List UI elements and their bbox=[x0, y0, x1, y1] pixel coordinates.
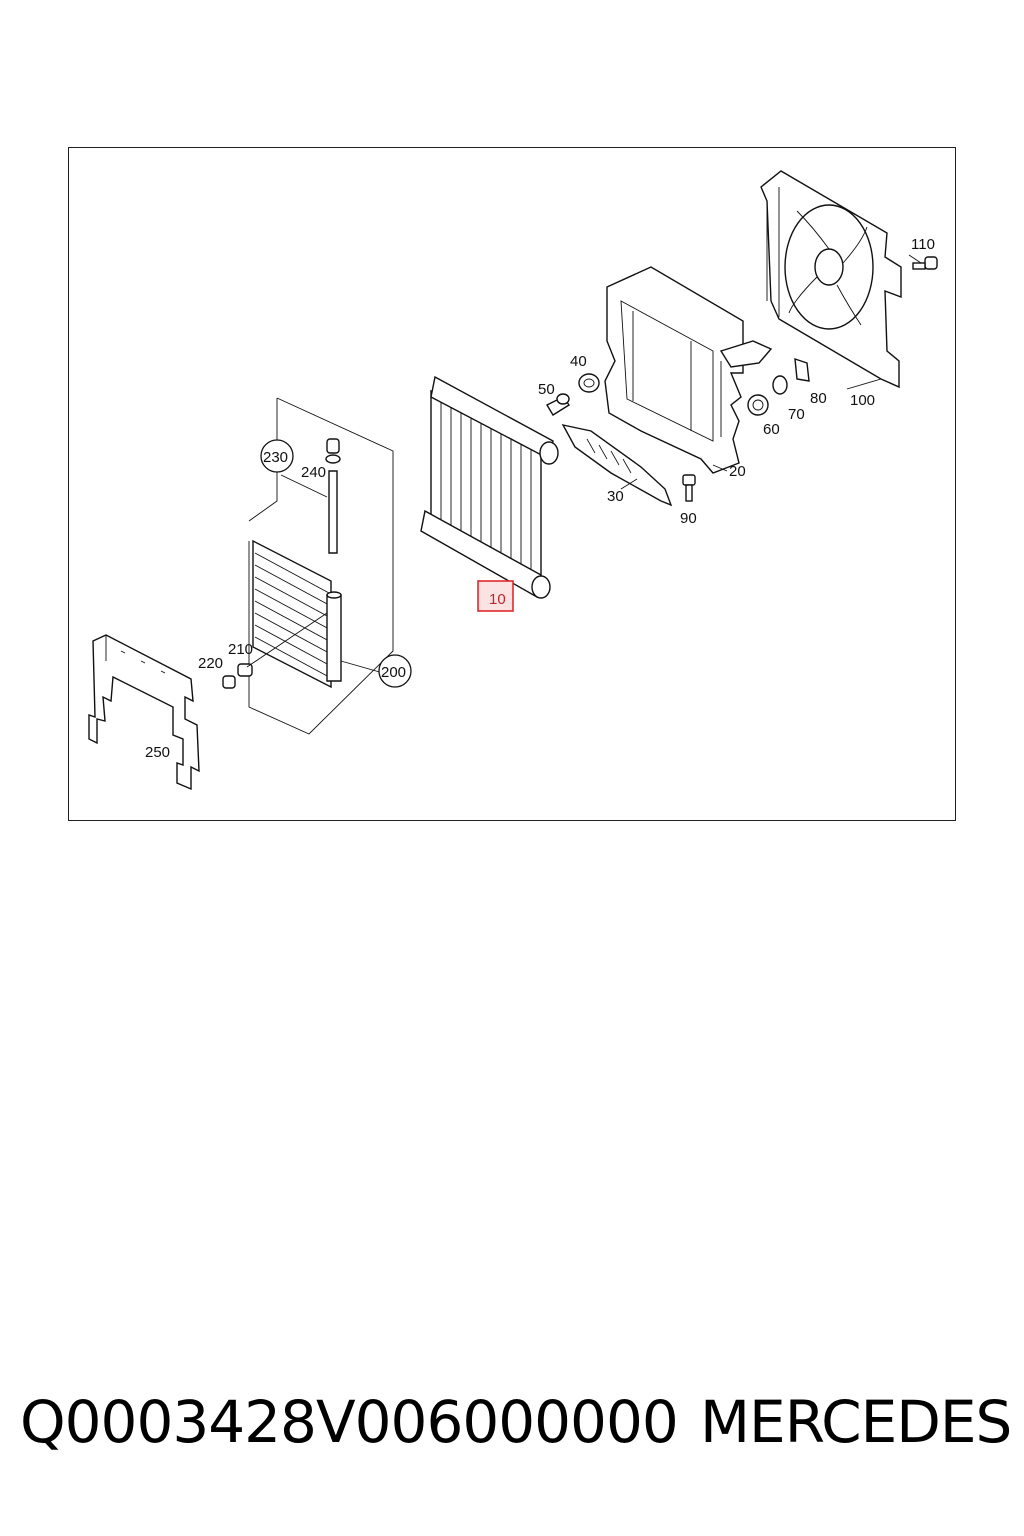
part-code: Q0003428V006000000 bbox=[20, 1388, 679, 1456]
part-110-screw bbox=[912, 256, 938, 270]
part-30-air-guide bbox=[561, 423, 673, 507]
label-100[interactable]: 100 bbox=[850, 392, 875, 409]
label-220[interactable]: 220 bbox=[198, 655, 223, 672]
part-20-fan-shroud bbox=[604, 266, 773, 474]
callout-200-circle bbox=[378, 654, 412, 688]
label-70[interactable]: 70 bbox=[788, 406, 805, 423]
label-50[interactable]: 50 bbox=[538, 381, 555, 398]
label-30[interactable]: 30 bbox=[607, 488, 624, 505]
part-100-fan bbox=[760, 170, 902, 389]
part-50-bushing bbox=[546, 393, 571, 416]
part-90-bolt bbox=[682, 474, 696, 502]
part-40-grommet bbox=[578, 373, 600, 393]
exploded-parts-diagram: 10 20 30 40 50 60 70 80 90 100 110 200 2… bbox=[68, 147, 956, 821]
label-90[interactable]: 90 bbox=[680, 510, 697, 527]
caption-bar: Q0003428V006000000 MERCEDES bbox=[0, 1388, 1024, 1468]
label-230[interactable]: 230 bbox=[263, 449, 288, 466]
part-10-radiator bbox=[420, 375, 559, 599]
leader-lines bbox=[280, 254, 922, 674]
diagram-canvas: 10 20 30 40 50 60 70 80 90 100 110 200 2… bbox=[88, 170, 938, 791]
label-240[interactable]: 240 bbox=[301, 464, 326, 481]
label-20[interactable]: 20 bbox=[729, 463, 746, 480]
assembly-200 bbox=[222, 397, 394, 735]
part-250-bracket bbox=[88, 634, 200, 791]
label-110[interactable]: 110 bbox=[911, 236, 935, 253]
part-80-clip bbox=[794, 357, 810, 382]
label-80[interactable]: 80 bbox=[810, 390, 827, 407]
part-60-grommet bbox=[747, 394, 769, 416]
label-210[interactable]: 210 bbox=[228, 641, 253, 658]
callout-230-circle bbox=[260, 439, 294, 473]
label-250[interactable]: 250 bbox=[145, 744, 170, 761]
part-70-ring bbox=[772, 375, 788, 395]
highlight-box-10 bbox=[477, 580, 514, 612]
label-60[interactable]: 60 bbox=[763, 421, 780, 438]
label-200[interactable]: 200 bbox=[381, 664, 406, 681]
label-40[interactable]: 40 bbox=[570, 353, 587, 370]
label-10[interactable]: 10 bbox=[489, 591, 506, 608]
brand-name: MERCEDES bbox=[700, 1388, 1012, 1456]
